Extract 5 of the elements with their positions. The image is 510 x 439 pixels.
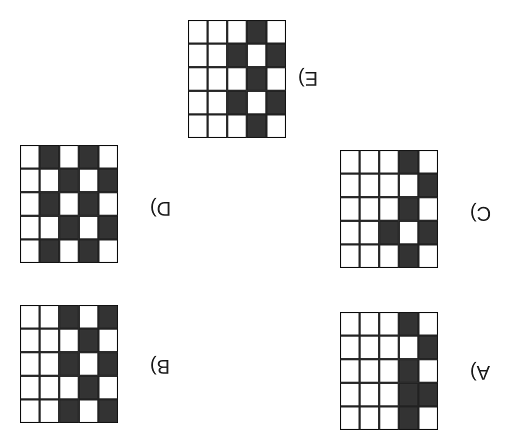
option-label: B) (150, 354, 170, 377)
option-label: C) (470, 201, 492, 224)
option-label: D) (150, 196, 172, 219)
option-label: A) (470, 360, 490, 383)
option-label: E) (298, 66, 318, 89)
